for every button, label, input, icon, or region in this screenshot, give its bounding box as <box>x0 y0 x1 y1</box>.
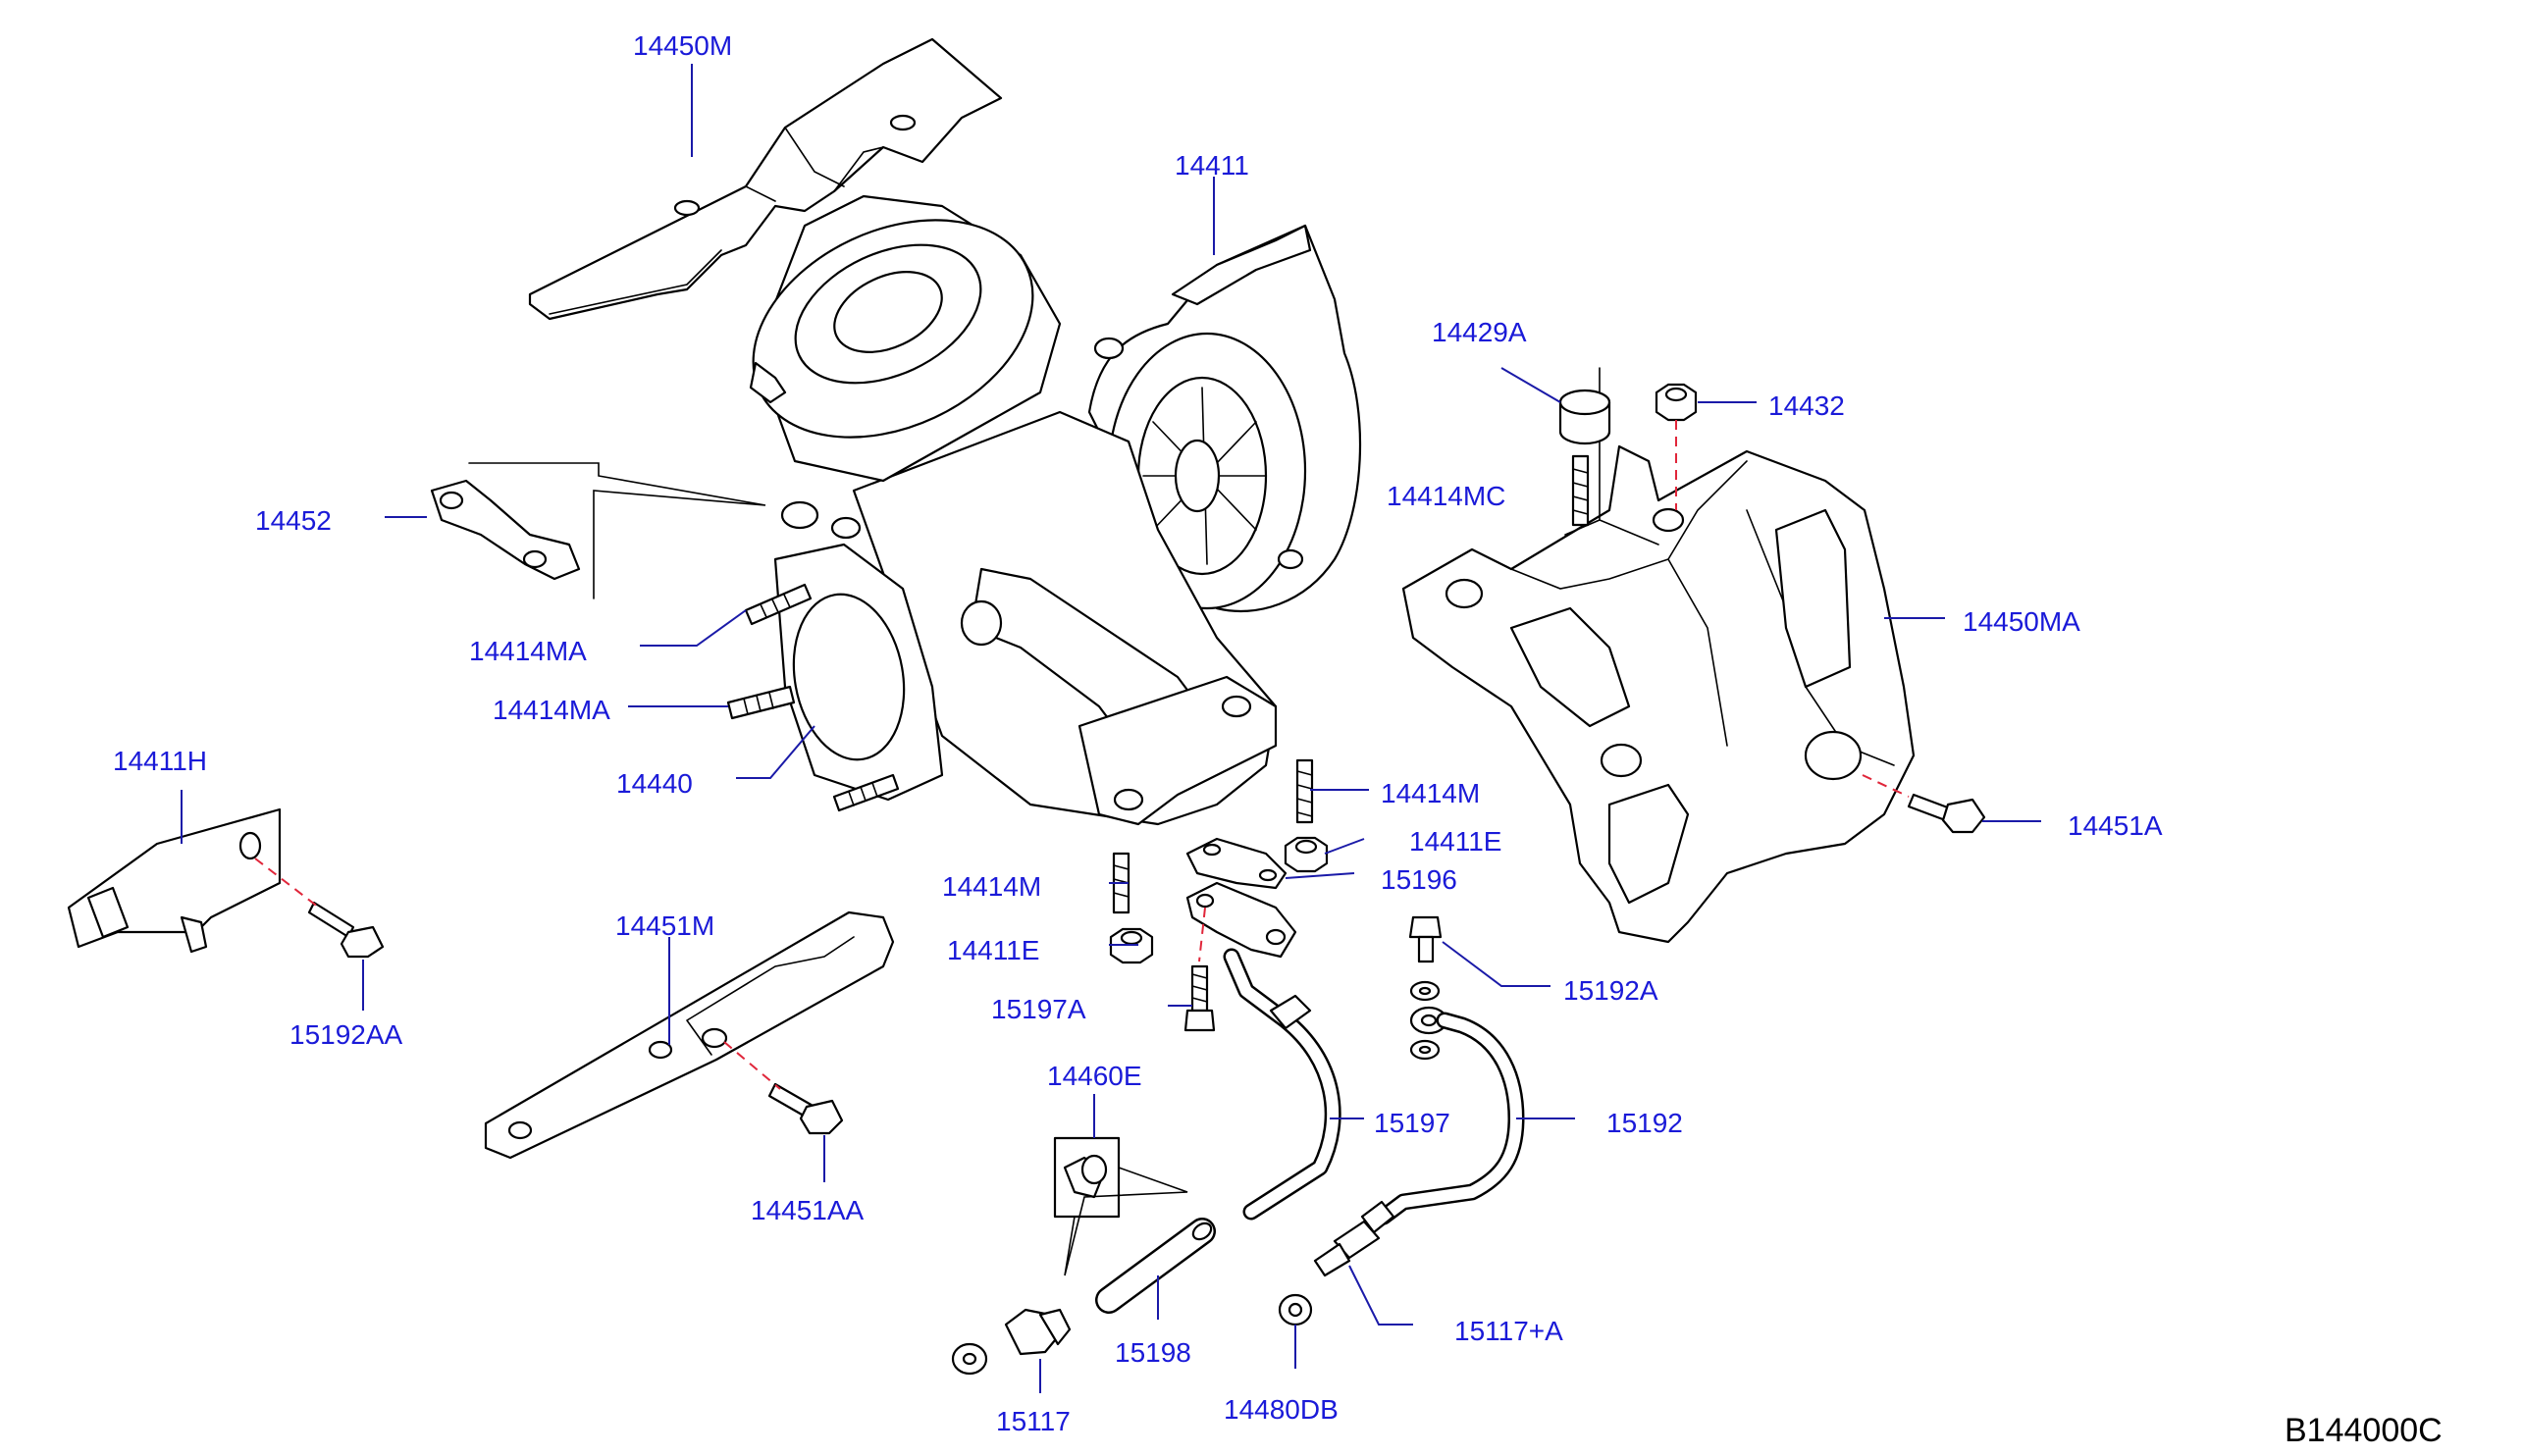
washer-14480db <box>1278 1293 1313 1326</box>
callout-14450ma: 14450MA <box>1963 606 2080 637</box>
callout-14411e-lower: 14411E <box>947 935 1039 965</box>
bracket-14411h <box>67 807 282 954</box>
oil-pipe-15197 <box>1185 881 1341 1221</box>
connector-15117-a <box>1313 1220 1381 1277</box>
callout-labels: 14450M 14411 14429A 14432 14414MC 14452 … <box>113 30 2163 1436</box>
fitting-15117 <box>951 1308 1072 1376</box>
bracket-14451m <box>484 910 895 1160</box>
bracket-14452 <box>430 462 766 599</box>
eye-bolt-15192a <box>1408 915 1443 1061</box>
callout-14411: 14411 <box>1175 150 1249 181</box>
turbocharger <box>749 194 1362 826</box>
stud-14414ma-upper <box>744 583 813 626</box>
callout-14450m: 14450M <box>633 30 732 61</box>
hose-15198 <box>1095 1218 1216 1314</box>
callout-14429a: 14429A <box>1432 317 1527 347</box>
callout-14460e: 14460E <box>1047 1061 1142 1091</box>
callout-14414ma-upper: 14414MA <box>469 636 587 666</box>
alignment-dashes <box>254 420 1910 1090</box>
callout-15197a: 15197A <box>991 994 1086 1024</box>
bolt-14451aa <box>767 1082 844 1135</box>
callout-14451m: 14451M <box>615 910 714 941</box>
pipe-clip-14460e <box>1053 1136 1188 1276</box>
diagram-code: B144000C <box>2285 1412 2443 1449</box>
bolt-15192aa <box>307 901 385 959</box>
callout-14411e-upper: 14411E <box>1409 826 1501 857</box>
callout-15192aa: 15192AA <box>289 1019 403 1050</box>
stud-14414m-right <box>1295 758 1314 824</box>
callout-14451aa: 14451AA <box>751 1195 865 1225</box>
stud-14414mc <box>1571 454 1590 527</box>
callout-15198: 15198 <box>1115 1337 1191 1368</box>
gasket-15196 <box>1185 837 1288 890</box>
callout-14414m-left: 14414M <box>942 871 1041 902</box>
callout-15192: 15192 <box>1606 1108 1683 1138</box>
bolt-15197a <box>1183 964 1216 1032</box>
nut-14432 <box>1655 383 1698 422</box>
callout-14451a: 14451A <box>2068 810 2163 841</box>
callout-15192a: 15192A <box>1563 975 1658 1006</box>
callout-14480db: 14480DB <box>1224 1394 1339 1425</box>
callout-14414mc: 14414MC <box>1387 481 1505 511</box>
bracket-14450ma <box>1401 367 1916 944</box>
callout-14452: 14452 <box>255 505 332 536</box>
callout-14432: 14432 <box>1768 390 1845 421</box>
callout-14411h: 14411H <box>113 746 207 776</box>
nut-14411e-upper <box>1284 836 1329 873</box>
callout-14414m-right: 14414M <box>1381 778 1480 808</box>
heat-shield-upper <box>528 37 1003 321</box>
callout-15117-a: 15117+A <box>1454 1316 1563 1346</box>
callout-14414ma-lower: 14414MA <box>493 695 610 725</box>
callout-15117: 15117 <box>996 1406 1071 1436</box>
bolt-14451a <box>1907 793 1986 834</box>
leader-lines <box>181 64 2041 1393</box>
callout-14440: 14440 <box>616 768 693 799</box>
spacer-14429a <box>1558 389 1611 445</box>
stud-14414ma-bottom <box>832 773 900 812</box>
stud-14414ma-lower <box>726 685 796 720</box>
callout-15196: 15196 <box>1381 864 1457 895</box>
callout-15197: 15197 <box>1374 1108 1450 1138</box>
